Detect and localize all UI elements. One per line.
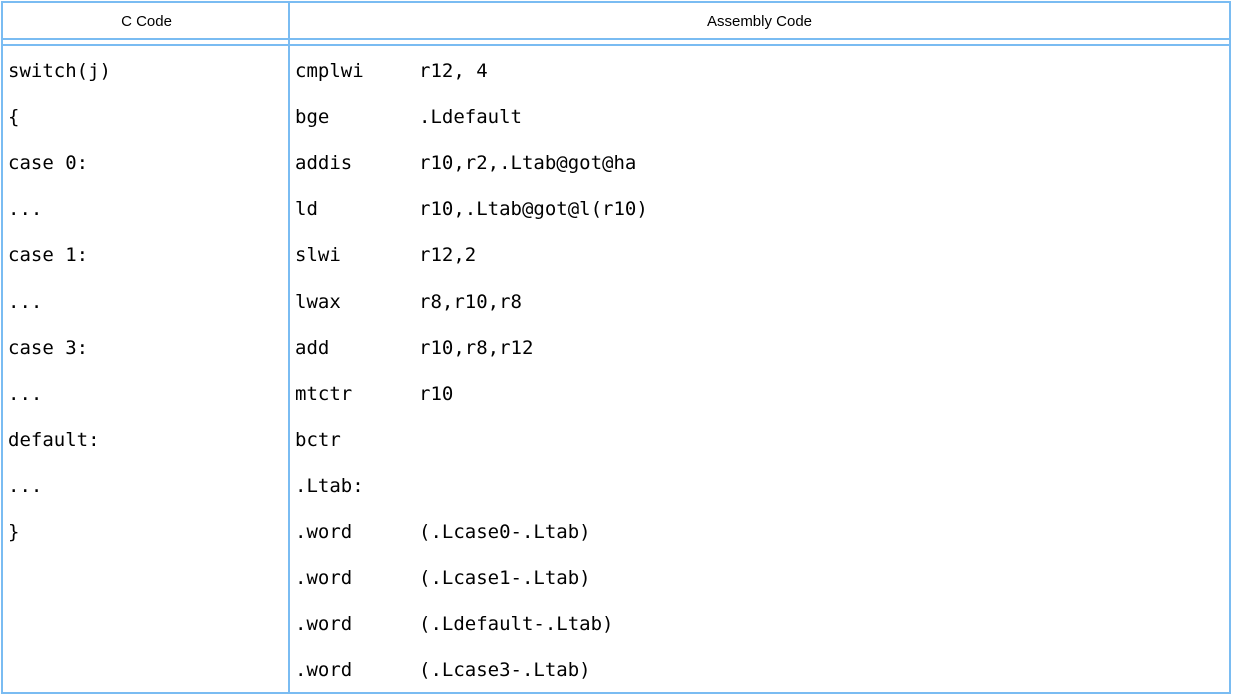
assembly-operands: (.Ldefault-.Ltab) <box>419 613 614 636</box>
c-code-line: { <box>8 106 20 129</box>
assembly-line: bctr <box>290 417 1229 463</box>
assembly-mnemonic: .word <box>295 567 353 590</box>
assembly-mnemonic: lwax <box>295 290 341 313</box>
assembly-mnemonic: ld <box>295 198 318 221</box>
assembly-mnemonic: .Ltab: <box>295 474 364 497</box>
c-code-line: case 1: <box>8 244 89 267</box>
table-body: switch(j) { case 0:... case 1:... case 3:...… <box>3 44 1229 690</box>
assembly-operands: (.Lcase0-.Ltab) <box>419 520 591 543</box>
assembly-line: add r10,r8,r12 <box>290 325 1229 371</box>
header-double-rule-gap <box>3 40 1229 44</box>
c-code-line: case 0: <box>8 152 89 175</box>
assembly-line: bge .Ldefault <box>290 94 1229 140</box>
assembly-mnemonic: .word <box>295 520 353 543</box>
assembly-line: .word (.Lcase1-.Ltab) <box>290 555 1229 601</box>
header-c-code: C Code <box>121 12 172 30</box>
c-code-line: case 3: <box>8 336 89 359</box>
c-code-line: ... <box>8 474 43 497</box>
assembly-operands: r12,2 <box>419 244 477 267</box>
assembly-line: mtctr r10 <box>290 371 1229 417</box>
assembly-mnemonic: bge <box>295 106 330 129</box>
assembly-line: .word (.Lcase0-.Ltab) <box>290 509 1229 555</box>
assembly-mnemonic: mtctr <box>295 382 353 405</box>
assembly-operands: r10,r8,r12 <box>419 336 534 359</box>
assembly-mnemonic: bctr <box>295 428 341 451</box>
assembly-mnemonic: .word <box>295 613 353 636</box>
assembly-mnemonic: slwi <box>295 244 341 267</box>
column-divider <box>288 3 290 692</box>
assembly-line: slwi r12,2 <box>290 232 1229 278</box>
c-code-line: ... <box>8 290 43 313</box>
assembly-operands: r10,r2,.Ltab@got@ha <box>419 152 637 175</box>
c-code-line: ... <box>8 198 43 221</box>
c-code-line: default: <box>8 428 100 451</box>
assembly-operands: r12, 4 <box>419 60 488 83</box>
assembly-mnemonic: addis <box>295 152 353 175</box>
assembly-line: lwax r8,r10,r8 <box>290 278 1229 324</box>
assembly-code-column: cmplwi r12, 4 bge .Ldefault addis r10,r2,.Lta… <box>290 48 1229 690</box>
assembly-line: .word (.Ldefault-.Ltab) <box>290 601 1229 647</box>
assembly-line: .word (.Lcase3-.Ltab) <box>290 647 1229 693</box>
assembly-mnemonic: add <box>295 336 330 359</box>
assembly-line: ld r10,.Ltab@got@l(r10) <box>290 186 1229 232</box>
assembly-line: addis r10,r2,.Ltab@got@ha <box>290 140 1229 186</box>
assembly-mnemonic: .word <box>295 659 353 682</box>
assembly-operands: r10,.Ltab@got@l(r10) <box>419 198 648 221</box>
c-code-line: ... <box>8 382 43 405</box>
table-header-row: C Code Assembly Code <box>3 3 1229 40</box>
assembly-operands: .Ldefault <box>419 106 522 129</box>
c-code-line: switch(j) <box>8 60 111 83</box>
header-assembly-code: Assembly Code <box>706 12 813 30</box>
assembly-operands: (.Lcase3-.Ltab) <box>419 659 591 682</box>
assembly-line: cmplwi r12, 4 <box>290 48 1229 94</box>
assembly-operands: (.Lcase1-.Ltab) <box>419 567 591 590</box>
assembly-operands: r8,r10,r8 <box>419 290 522 313</box>
assembly-operands: r10 <box>419 382 454 405</box>
c-code-line: } <box>8 520 20 543</box>
assembly-mnemonic: cmplwi <box>295 60 364 83</box>
assembly-line: .Ltab: <box>290 463 1229 509</box>
c-code-column: switch(j) { case 0:... case 1:... case 3:...… <box>3 48 290 690</box>
